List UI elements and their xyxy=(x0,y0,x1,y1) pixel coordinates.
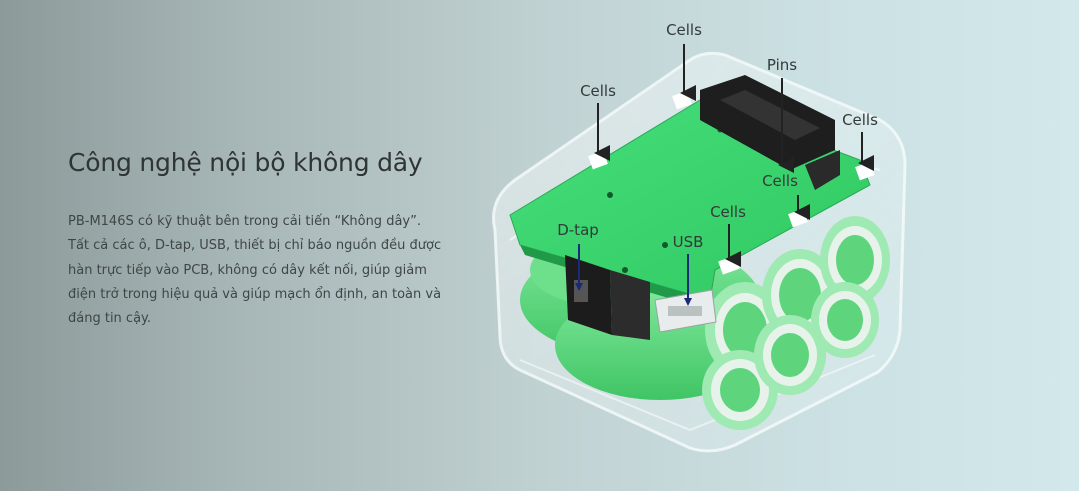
label-pins: Pins xyxy=(767,56,797,74)
description-line-1: PB-M146S có kỹ thuật bên trong cải tiến … xyxy=(68,214,421,229)
text-block: Công nghệ nội bộ không dây PB-M146S có k… xyxy=(68,146,468,331)
label-cells-top: Cells xyxy=(666,21,702,39)
callout-arrows xyxy=(575,44,874,306)
label-cells-mid: Cells xyxy=(762,172,798,190)
label-cells-right: Cells xyxy=(842,111,878,129)
description-line-2: Tất cả các ô, D-tap, USB, thiết bị chỉ b… xyxy=(68,238,442,254)
label-usb: USB xyxy=(673,233,704,251)
label-cells-left: Cells xyxy=(580,82,616,100)
description-line-4: điện trở trong hiệu quả và giúp mạch ổn … xyxy=(68,286,442,302)
dtap-port xyxy=(565,255,650,340)
section-title: Công nghệ nội bộ không dây xyxy=(68,148,423,177)
pins-connector xyxy=(700,75,840,190)
cell-front-6 xyxy=(811,282,879,358)
section-description: PB-M146S có kỹ thuật bên trong cải tiến … xyxy=(68,210,468,331)
battery-illustration: Cells Cells Pins Cells Cells Cells D-tap… xyxy=(492,21,907,453)
cell-front-5 xyxy=(754,315,826,395)
label-cells-front: Cells xyxy=(710,203,746,221)
cell-front-3 xyxy=(820,216,890,304)
label-dtap: D-tap xyxy=(557,221,599,239)
description-line-3: hàn trực tiếp vào PCB, không có dây kết … xyxy=(68,262,427,278)
usb-port xyxy=(654,289,717,333)
description-line-5: đáng tin cậy. xyxy=(68,311,152,327)
